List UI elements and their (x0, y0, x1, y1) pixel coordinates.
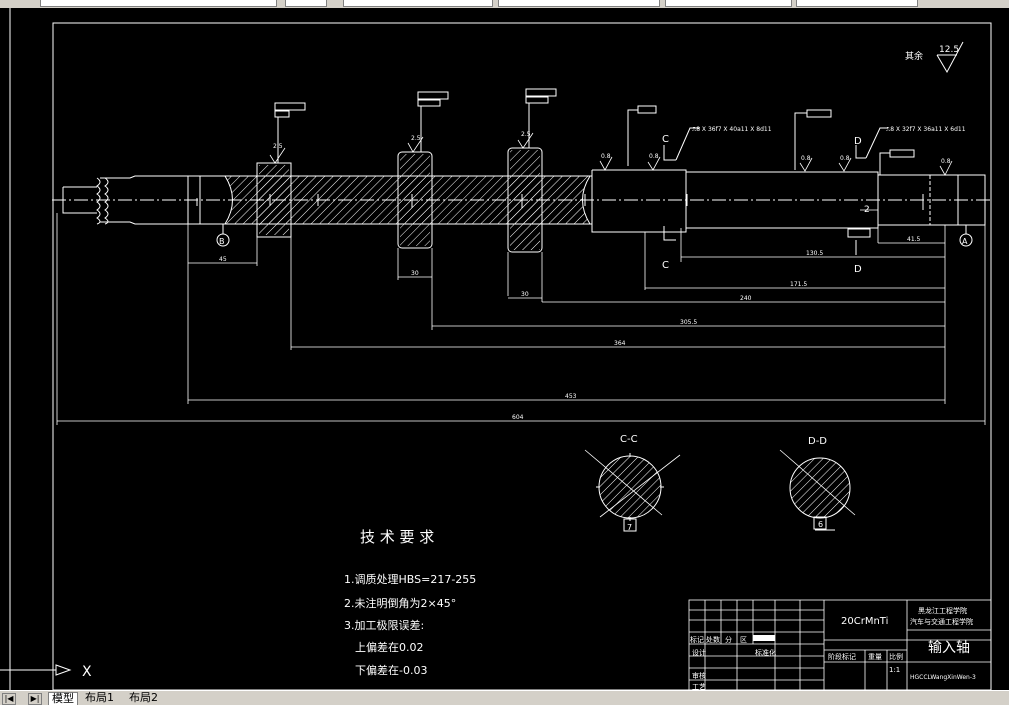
tech-req-item-4: 上偏差在0.02 (355, 640, 424, 654)
dim-2: 2 (864, 205, 870, 215)
school: 黑龙江工程学院 (918, 606, 967, 615)
dim-30b: 30 (521, 291, 529, 298)
dim-453: 453 (565, 393, 577, 400)
tb-process: 工艺 (692, 683, 706, 690)
tech-req-title: 技 术 要 求 (360, 528, 434, 546)
svg-text:0.8: 0.8 (649, 153, 659, 160)
plotstyle-dropdown[interactable] (796, 0, 918, 7)
tb-stage: 阶段标记 (828, 652, 856, 661)
section-dd-label: D-D (808, 436, 827, 447)
tech-req-item-1: 1.调质处理HBS=217-255 (344, 573, 476, 586)
svg-text:0.8: 0.8 (941, 158, 951, 165)
roughness-value: 12.5 (939, 45, 959, 55)
material: 20CrMnTi (841, 616, 888, 627)
dim-45: 45 (219, 256, 227, 263)
section-cc-label: C-C (620, 434, 638, 445)
layout-tab-bar: |◀ ▶| 模型 布局1 布局2 (0, 690, 1009, 705)
tb-header-zone: 区 (740, 636, 747, 644)
section-mark-c-top: C (662, 134, 669, 145)
layer-tools[interactable] (285, 0, 327, 7)
dim-364: 364 (614, 340, 626, 347)
datum-b: B (219, 237, 225, 246)
tech-req-item-3: 3.加工极限误差: (344, 618, 424, 632)
dim-130: 130.5 (806, 250, 823, 257)
svg-text:2.5: 2.5 (521, 131, 531, 138)
department: 汽车与交通工程学院 (910, 617, 973, 626)
roughness-label: 其余 (905, 50, 923, 62)
tab-nav-next[interactable]: ▶| (28, 693, 42, 705)
ucs-x-label: X (82, 664, 92, 680)
drawing-number: HGCCLWangXinWen-3 (910, 674, 976, 681)
dim-30a: 30 (411, 270, 419, 277)
lineweight-dropdown[interactable] (665, 0, 792, 7)
tb-scale: 比例 (889, 652, 903, 661)
tb-standard: 标准化 (755, 648, 776, 657)
svg-text:0.8: 0.8 (840, 155, 850, 162)
svg-text:2.5: 2.5 (273, 143, 283, 150)
dim-240: 240 (740, 295, 752, 302)
section-mark-c-bottom: C (662, 260, 669, 271)
dim-604: 604 (512, 414, 524, 421)
tb-header-count: 处数 (706, 635, 720, 644)
dimension-lines (57, 209, 985, 422)
frame-border (9, 8, 992, 691)
datum-a: A (962, 237, 968, 246)
section-mark-d-bottom: D (854, 264, 862, 275)
ucs-icon (0, 664, 72, 676)
layer-dropdown[interactable] (40, 0, 277, 7)
tb-scale-value: 1:1 (889, 666, 900, 674)
roughness-symbol (936, 41, 964, 74)
tab-layout1[interactable]: 布局1 (85, 691, 114, 704)
tab-layout2[interactable]: 布局2 (129, 691, 158, 704)
tb-header-mark: 标记 (690, 635, 704, 644)
cc-width: 7 (627, 523, 632, 532)
tech-req-item-2: 2.未注明倒角为2×45° (344, 596, 456, 610)
svg-text:2.5: 2.5 (411, 135, 421, 142)
linetype-dropdown[interactable] (498, 0, 660, 7)
tb-weight: 重量 (868, 653, 882, 661)
dd-width: 6 (818, 520, 823, 529)
dim-171: 171.5 (790, 281, 807, 288)
title-block (688, 599, 992, 691)
svg-text:0.8: 0.8 (801, 155, 811, 162)
color-dropdown[interactable] (343, 0, 493, 7)
tab-model[interactable]: 模型 (48, 692, 78, 705)
spline-dd-spec: ⎍8 X 32f7 X 36a11 X 6d11 (886, 126, 966, 133)
section-cc-view (584, 449, 681, 532)
tech-req-item-5: 下偏差在-0.03 (355, 663, 427, 677)
drawing-canvas[interactable]: 其余 12.5 (0, 8, 1009, 691)
tb-header-div: 分 (725, 635, 732, 644)
tb-review: 审核 (692, 671, 706, 680)
tb-design: 设计 (692, 648, 706, 657)
extension-lines (56, 213, 986, 425)
section-mark-d-top: D (854, 136, 862, 147)
part-name: 输入轴 (928, 640, 970, 656)
section-dd-view (779, 449, 856, 531)
drawing-svg: 其余 12.5 (0, 8, 992, 691)
dim-305: 305.5 (680, 319, 697, 326)
dim-41: 41.5 (907, 236, 921, 243)
tolerance-frames (274, 88, 915, 175)
tab-nav-first[interactable]: |◀ (2, 693, 16, 705)
spline-cc-spec: ⎍8 X 36f7 X 40a11 X 8d11 (692, 126, 772, 133)
svg-text:0.8: 0.8 (601, 153, 611, 160)
